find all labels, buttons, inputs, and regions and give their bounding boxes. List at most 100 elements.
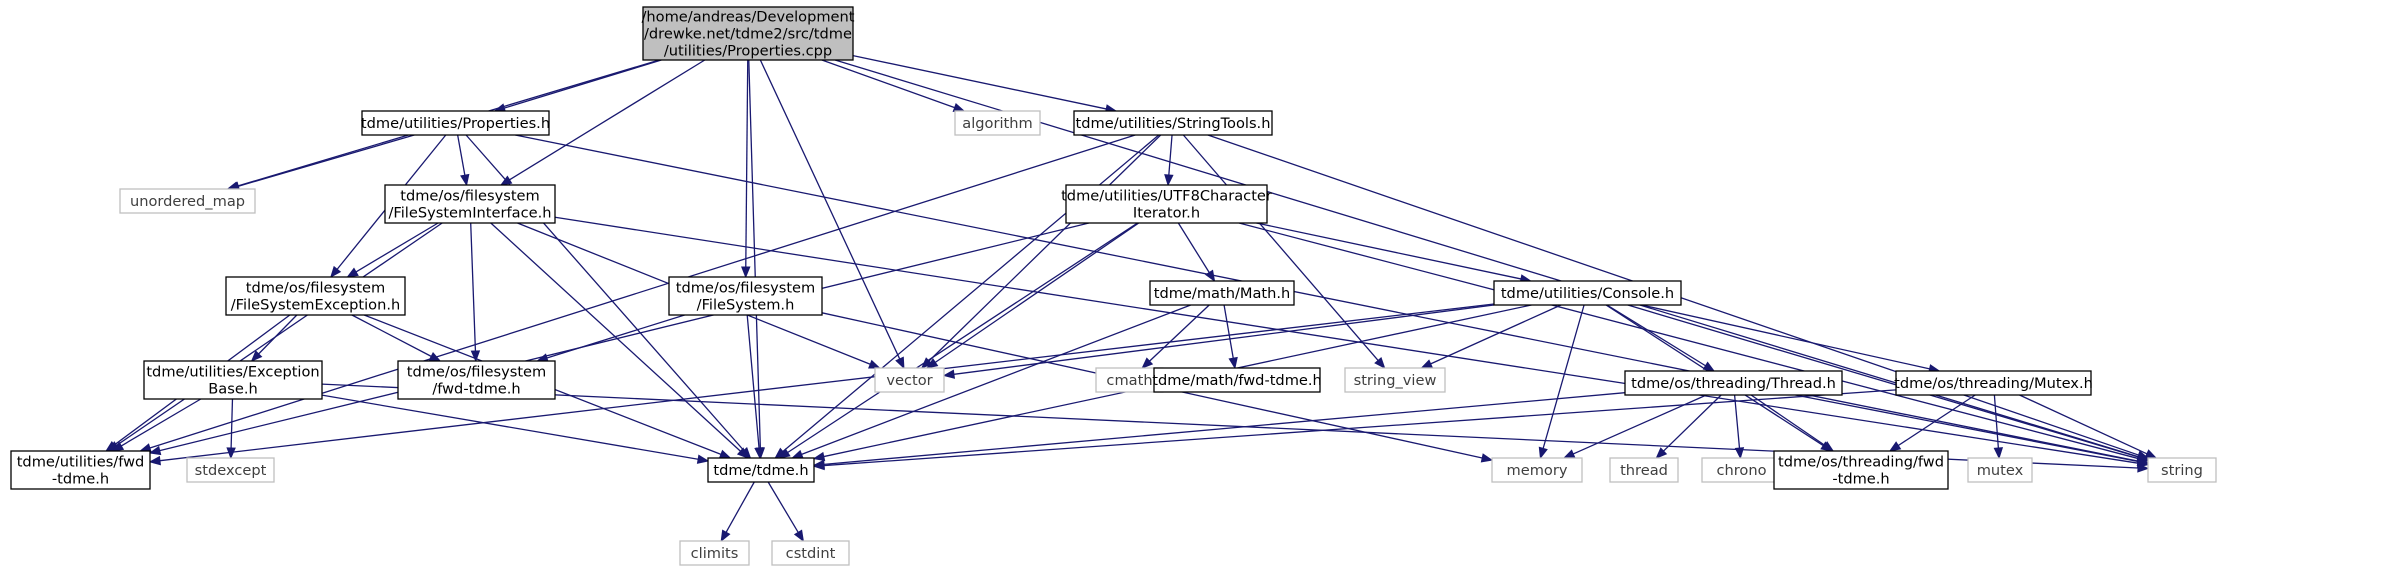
edge-utf8_h-to-util_fwd_h xyxy=(148,222,1090,456)
edge-tdme_h-to-cstdint xyxy=(767,481,805,543)
node-label-line: memory xyxy=(1507,462,1568,479)
node-label-line: Iterator.h xyxy=(1133,205,1200,222)
node-filesystem_h[interactable]: tdme/os/filesystem/FileSystem.h xyxy=(668,276,823,316)
edge-line xyxy=(258,314,298,355)
edge-root-to-algorithm xyxy=(821,59,966,112)
edge-arrowhead xyxy=(790,449,804,459)
node-threading_fwd_h[interactable]: tdme/os/threading/fwd-tdme.h xyxy=(1773,450,1949,490)
node-label-line: tdme/utilities/StringTools.h xyxy=(1076,115,1271,132)
node-box xyxy=(1624,370,1843,396)
node-label-line: /fwd-tdme.h xyxy=(432,381,520,398)
node-mutex_h[interactable]: tdme/os/threading/Mutex.h xyxy=(1894,370,2093,396)
edge-math_h-to-cmath xyxy=(1141,304,1210,369)
node-fs_fwd_h[interactable]: tdme/os/filesystem/fwd-tdme.h xyxy=(397,360,556,400)
edge-properties_h-to-unordered_map xyxy=(227,134,415,191)
edge-line xyxy=(1627,304,2139,458)
node-label-line: tdme/os/filesystem xyxy=(246,280,386,297)
edge-line xyxy=(230,398,234,449)
node-box xyxy=(874,367,945,393)
edge-utf8_h-to-vector xyxy=(925,222,1140,369)
node-fsinterface_h[interactable]: tdme/os/filesystem/FileSystemInterface.h xyxy=(384,184,556,224)
node-box xyxy=(1095,367,1164,393)
edge-console_h-to-string_view xyxy=(1420,304,1562,369)
edge-arrowhead xyxy=(1562,449,1576,459)
node-box xyxy=(679,540,750,566)
edge-filesystem_h-to-fs_fwd_h xyxy=(536,314,685,363)
edge-console_h-to-mutex_h xyxy=(1641,304,1941,374)
edge-mutex_h-to-tdme_h xyxy=(812,389,1897,471)
node-label-line: /FileSystem.h xyxy=(697,297,795,314)
edge-line xyxy=(1256,222,1522,280)
edge-line xyxy=(1238,222,2139,460)
node-label-line: /FileSystemInterface.h xyxy=(389,205,552,222)
node-label-line: /FileSystemException.h xyxy=(231,297,400,314)
edge-properties_h-to-fsinterface_h xyxy=(457,134,470,187)
edge-line xyxy=(355,222,439,273)
node-box xyxy=(1153,367,1321,393)
node-label-line: cmath xyxy=(1106,372,1152,389)
node-label-line: Base.h xyxy=(208,381,257,398)
node-thread_h[interactable]: tdme/os/threading/Thread.h xyxy=(1624,370,1843,396)
edge-mutex_h-to-threading_fwd_h xyxy=(1888,394,1976,452)
node-label-line: tdme/utilities/fwd xyxy=(17,454,145,471)
nodes-layer: /home/andreas/Development/drewke.net/tdm… xyxy=(10,6,2217,566)
node-root: /home/andreas/Development/drewke.net/tdm… xyxy=(641,6,855,61)
edge-arrowhead xyxy=(1702,361,1716,372)
edge-arrowhead xyxy=(460,173,470,187)
edge-exceptionbase_h-to-tdme_h xyxy=(321,394,710,464)
node-stringtools_h[interactable]: tdme/utilities/StringTools.h xyxy=(1073,110,1273,136)
edge-arrowhead xyxy=(718,449,732,459)
edge-arrowhead xyxy=(470,350,481,363)
node-properties_h[interactable]: tdme/utilities/Properties.h xyxy=(361,110,550,136)
node-label-line: tdme/math/fwd-tdme.h xyxy=(1152,372,1322,389)
edge-arrowhead xyxy=(2137,463,2150,473)
edge-arrowhead xyxy=(1734,447,1745,460)
edge-line xyxy=(1663,394,1722,452)
edge-arrowhead xyxy=(952,102,966,112)
edge-line xyxy=(746,314,760,449)
edge-math_h-to-math_fwd_h xyxy=(1223,304,1238,370)
node-box xyxy=(1344,367,1446,393)
edge-line xyxy=(504,59,662,109)
edge-line xyxy=(759,59,901,360)
node-math_fwd_h[interactable]: tdme/math/fwd-tdme.h xyxy=(1152,367,1322,393)
node-box xyxy=(707,457,815,483)
edge-line xyxy=(1897,394,1976,447)
edge-line xyxy=(1168,134,1173,176)
node-tdme_h[interactable]: tdme/tdme.h xyxy=(707,457,815,483)
node-util_fwd_h[interactable]: tdme/utilities/fwd-tdme.h xyxy=(10,450,151,490)
node-console_h[interactable]: tdme/utilities/Console.h xyxy=(1493,280,1682,306)
edge-line xyxy=(1641,304,1930,370)
node-label-line: /utilities/Properties.cpp xyxy=(664,43,832,60)
node-box xyxy=(1609,457,1679,483)
edge-arrowhead xyxy=(942,369,956,379)
edge-root-to-properties_h xyxy=(493,59,662,113)
node-label-line: tdme/utilities/Properties.h xyxy=(361,115,550,132)
edge-line xyxy=(745,59,749,268)
edge-stringtools_h-to-utf8_h xyxy=(1164,134,1174,187)
edge-arrowhead xyxy=(1655,447,1668,459)
edge-line xyxy=(748,59,761,449)
node-box xyxy=(668,276,823,316)
node-math_h[interactable]: tdme/math/Math.h xyxy=(1149,280,1295,306)
node-label-line: tdme/os/threading/Thread.h xyxy=(1631,375,1836,392)
node-fsexception_h[interactable]: tdme/os/filesystem/FileSystemException.h xyxy=(225,276,406,316)
edge-arrowhead xyxy=(793,529,805,543)
edge-thread_h-to-string xyxy=(1795,394,2150,467)
node-label-line: tdme/utilities/UTF8Character xyxy=(1061,188,1272,205)
edge-line xyxy=(1430,304,1562,365)
edge-line xyxy=(238,134,415,187)
edge-arrowhead xyxy=(1420,359,1434,369)
node-label-line: stdexcept xyxy=(195,462,267,479)
edge-arrowhead xyxy=(2136,456,2150,467)
edge-line xyxy=(1223,304,1234,359)
node-box xyxy=(771,540,850,566)
edge-thread_h-to-thread xyxy=(1655,394,1722,459)
node-label-line: string_view xyxy=(1354,372,1437,389)
node-box xyxy=(1493,280,1682,306)
node-box xyxy=(397,360,556,400)
edge-arrowhead xyxy=(148,445,162,456)
edge-line xyxy=(928,134,1162,362)
